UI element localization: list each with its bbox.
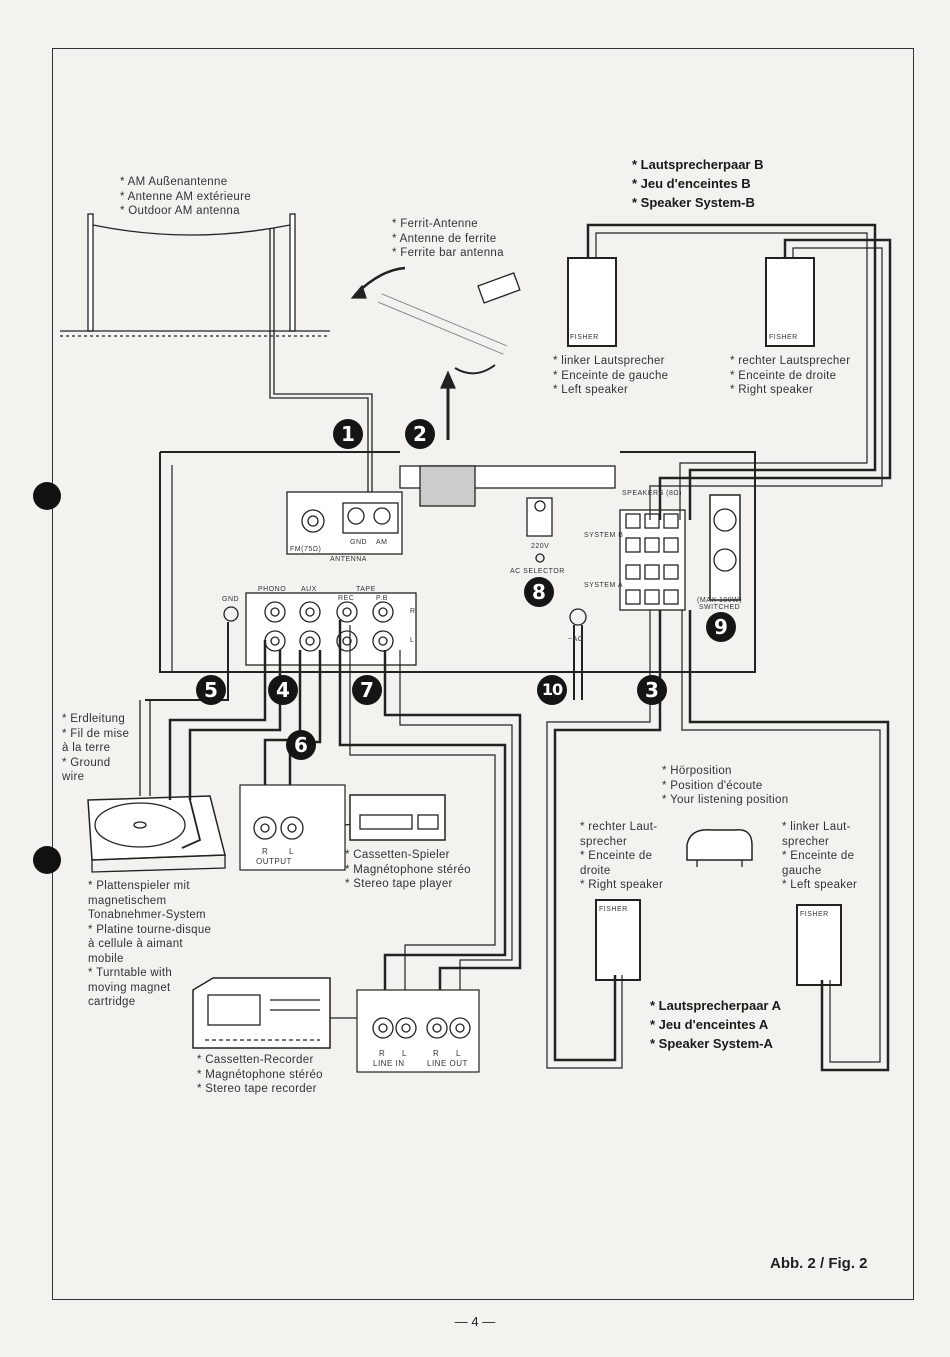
speaker-terminals (625, 513, 679, 605)
right-speaker-a-label: * rechter Laut- sprecher * Enceinte de d… (580, 821, 664, 891)
callout-10: 10 (537, 675, 567, 705)
line-l1-label: L (402, 1049, 407, 1058)
voltage-label: 220V (531, 543, 550, 550)
system-b-terminal-label: SYSTEM B (584, 532, 624, 539)
ferrite-bar-antenna (350, 266, 521, 440)
left-speaker-a-label: * linker Laut- sprecher * Enceinte de ga… (782, 821, 858, 891)
listening-position-sofa (686, 829, 753, 867)
listening-position-label: * Hörposition * Position d'écoute * Your… (662, 765, 789, 806)
callout-6: 6 (286, 730, 316, 760)
system-a-terminal-label: SYSTEM A (584, 582, 624, 589)
gnd-terminal-label: GND (222, 596, 240, 603)
speakers-label: SPEAKERS (8Ω) (622, 490, 682, 497)
callout-7: 7 (352, 675, 382, 705)
ac-cord-label: ~AC (568, 636, 584, 643)
output-l-label: L (289, 847, 294, 856)
panel-r-label: R (410, 608, 416, 615)
panel-l-label: L (410, 637, 415, 644)
turntable-label: * Plattenspieler mit magnetischem Tonabn… (88, 880, 212, 1008)
callout-3: 3 (637, 675, 667, 705)
callout-1: 1 (333, 419, 363, 449)
tape-pb-label: P.B (376, 595, 388, 602)
binder-hole (33, 846, 61, 874)
line-l2-label: L (456, 1049, 461, 1058)
fm-75-label: FM(75Ω) (290, 546, 322, 553)
audio-cables (145, 620, 522, 1010)
cassette-recorder-label: * Cassetten-Recorder * Magnétophone stér… (197, 1054, 323, 1095)
receiver-rear-panel (159, 451, 756, 700)
callout-9: 9 (706, 612, 736, 642)
line-in-out-panel (330, 989, 480, 1073)
callout-4: 4 (268, 675, 298, 705)
line-in-label: LINE IN (373, 1059, 405, 1068)
cassette-player-label: * Cassetten-Spieler * Magnétophone stéré… (345, 849, 471, 890)
fisher-logo-left-a: FISHER (800, 911, 829, 918)
output-r-label: R (262, 847, 269, 856)
line-r2-label: R (433, 1049, 440, 1058)
tape-rec-label: REC (338, 595, 355, 602)
ground-wire-label: * Erdleitung * Fil de mise à la terre * … (62, 713, 130, 783)
speaker-system-a-label: * Lautsprecherpaar A * Jeu d'enceintes A… (650, 998, 782, 1051)
binder-hole (33, 482, 61, 510)
am-antenna-label: * AM Außenantenne * Antenne AM extérieur… (120, 176, 251, 217)
line-out-label: LINE OUT (427, 1059, 468, 1068)
line-r1-label: R (379, 1049, 386, 1058)
rca-input-jacks (264, 601, 394, 652)
right-speaker-b-label: * rechter Lautsprecher * Enceinte de dro… (730, 355, 851, 396)
page-number: — 4 — (454, 1314, 496, 1329)
antenna-gnd-label: GND (350, 539, 368, 546)
speaker-system-b-label: * Lautsprecherpaar B * Jeu d'enceintes B… (632, 157, 764, 210)
switched-outlet-label: (MAX 100W) SWITCHED (697, 597, 743, 611)
figure-frame (52, 48, 914, 1300)
stereo-tape-recorder (192, 977, 331, 1049)
callout-2: 2 (405, 419, 435, 449)
callout-8: 8 (524, 577, 554, 607)
figure-caption: Abb. 2 / Fig. 2 (770, 1255, 868, 1272)
turntable (87, 700, 226, 873)
fisher-logo-left-b: FISHER (570, 334, 599, 341)
phono-label: PHONO (258, 586, 287, 593)
tape-label: TAPE (356, 586, 376, 593)
antenna-panel-label: ANTENNA (330, 556, 367, 563)
callout-5: 5 (196, 675, 226, 705)
ferrite-antenna-label: * Ferrit-Antenne * Antenne de ferrite * … (392, 218, 504, 259)
fisher-logo-right-a: FISHER (599, 906, 628, 913)
fisher-logo-right-b: FISHER (769, 334, 798, 341)
ac-selector-label: AC SELECTOR (510, 568, 565, 575)
antenna-am-label: AM (376, 539, 388, 546)
speaker-system-b (567, 223, 892, 520)
outdoor-am-antenna (60, 213, 373, 520)
left-speaker-b-label: * linker Lautsprecher * Enceinte de gauc… (553, 355, 669, 396)
stereo-tape-player (349, 794, 446, 841)
aux-label: AUX (301, 586, 317, 593)
output-label: OUTPUT (256, 857, 292, 866)
